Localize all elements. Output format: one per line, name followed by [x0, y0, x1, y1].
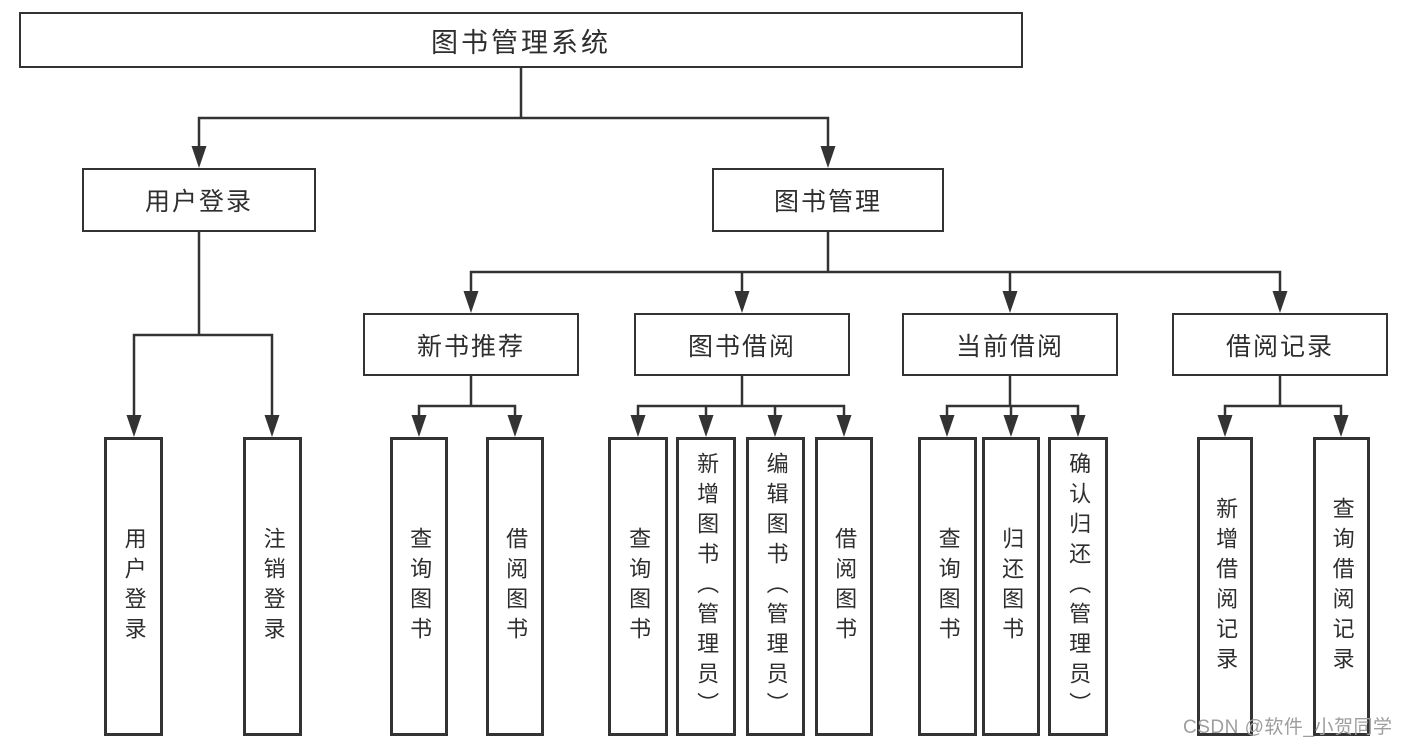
leaf-query-books-current-label: 查询图书: [935, 526, 961, 647]
leaf-logout: 注销登录: [243, 437, 302, 736]
connector-current-borrowing-fan: [945, 372, 1080, 419]
leaf-query-books-current: 查询图书: [918, 437, 977, 736]
leaf-borrow-books-recommend-label: 借阅图书: [503, 526, 529, 647]
node-new-book-recommend-label: 新书推荐: [416, 332, 525, 361]
arrowhead: [1217, 415, 1233, 437]
arrowhead: [126, 415, 142, 437]
leaf-query-books-recommend: 查询图书: [390, 437, 448, 736]
leaf-borrow-books-borrowing-label: 借阅图书: [832, 526, 858, 647]
leaf-edit-books-admin-label: 编辑图书（管理员）: [763, 451, 789, 722]
leaf-borrow-books-borrowing: 借阅图书: [815, 437, 873, 736]
leaf-query-books-borrowing: 查询图书: [608, 437, 668, 736]
arrowhead: [507, 415, 523, 437]
leaf-add-borrow-record: 新增借阅记录: [1197, 437, 1253, 736]
node-borrowing-records-label: 借阅记录: [1225, 332, 1334, 361]
arrowhead: [463, 291, 479, 313]
node-new-book-recommend: 新书推荐: [363, 313, 579, 376]
arrowhead: [734, 291, 750, 313]
arrowhead: [1003, 415, 1019, 437]
node-book-borrowing-label: 图书借阅: [687, 332, 796, 361]
connector-borrowing-records-fan: [1223, 372, 1343, 419]
arrowhead: [630, 415, 646, 437]
connector-book-management-fan: [469, 228, 1282, 295]
node-current-borrowing: 当前借阅: [902, 313, 1118, 376]
leaf-query-borrow-record: 查询借阅记录: [1313, 437, 1370, 736]
leaf-logout-label: 注销登录: [260, 526, 286, 647]
node-library-system-label: 图书管理系统: [431, 27, 611, 58]
arrowhead: [1333, 415, 1349, 437]
node-book-borrowing: 图书借阅: [634, 313, 850, 376]
leaf-borrow-books-recommend: 借阅图书: [486, 437, 544, 736]
connector-new-book-fan: [417, 372, 517, 419]
leaf-query-borrow-record-label: 查询借阅记录: [1329, 496, 1355, 677]
arrowhead: [1070, 415, 1086, 437]
node-book-management-label: 图书管理: [773, 188, 882, 216]
leaf-return-books-label: 归还图书: [999, 526, 1025, 647]
leaf-confirm-return-admin-label: 确认归还（管理员）: [1066, 451, 1092, 722]
leaf-edit-books-admin: 编辑图书（管理员）: [746, 437, 805, 736]
arrowhead: [411, 415, 427, 437]
arrowhead: [264, 415, 280, 437]
connector-user-login-fan: [132, 228, 274, 419]
arrowhead: [767, 415, 783, 437]
leaf-query-books-borrowing-label: 查询图书: [626, 526, 652, 647]
node-user-login-label: 用户登录: [144, 188, 253, 216]
arrowhead: [698, 415, 714, 437]
arrowheads: [126, 146, 1349, 437]
node-user-login: 用户登录: [82, 168, 316, 232]
leaf-add-borrow-record-label: 新增借阅记录: [1213, 496, 1239, 677]
leaf-user-login-label: 用户登录: [121, 526, 147, 647]
node-borrowing-records: 借阅记录: [1172, 313, 1388, 376]
connector-book-borrowing-fan: [636, 372, 846, 419]
node-library-system: 图书管理系统: [19, 12, 1023, 68]
node-book-management: 图书管理: [712, 168, 944, 232]
arrowhead: [836, 415, 852, 437]
leaf-return-books: 归还图书: [982, 437, 1040, 736]
arrowhead: [1002, 291, 1018, 313]
leaf-query-books-recommend-label: 查询图书: [407, 526, 433, 647]
leaf-add-books-admin: 新增图书（管理员）: [676, 437, 736, 736]
arrowhead: [939, 415, 955, 437]
csdn-watermark: CSDN @软件_小贺同学: [1183, 717, 1393, 738]
connector-root-fan: [197, 64, 830, 150]
arrowhead: [191, 146, 207, 168]
arrowhead: [1272, 291, 1288, 313]
leaf-confirm-return-admin: 确认归还（管理员）: [1048, 437, 1108, 736]
leaf-user-login: 用户登录: [104, 437, 163, 736]
leaf-add-books-admin-label: 新增图书（管理员）: [694, 451, 720, 722]
arrowhead: [820, 146, 836, 168]
node-current-borrowing-label: 当前借阅: [955, 332, 1064, 361]
